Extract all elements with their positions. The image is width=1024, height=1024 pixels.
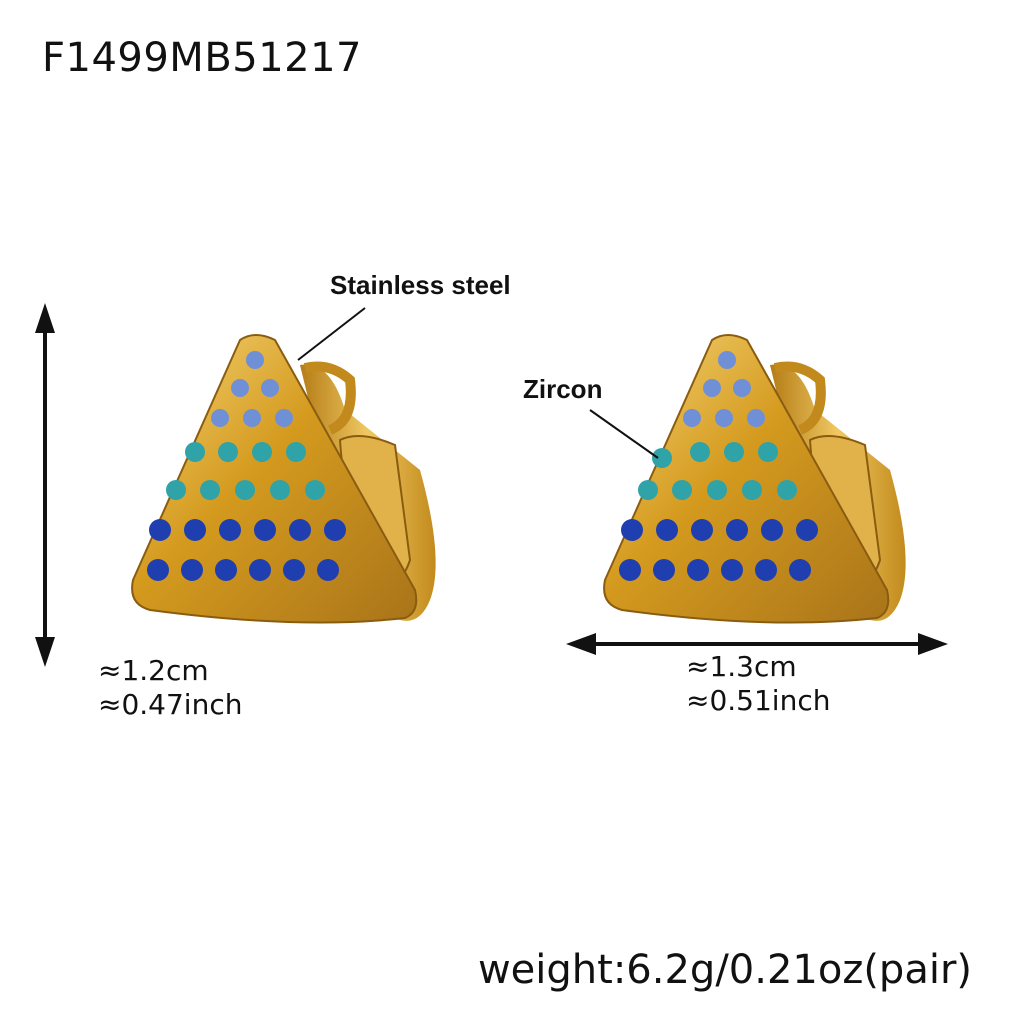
earring-left: [131, 334, 436, 624]
width-cm: ≈1.3cm: [686, 650, 797, 683]
earring-right: [603, 334, 906, 624]
height-cm: ≈1.2cm: [98, 654, 209, 687]
zircon-stones-right: [619, 351, 818, 581]
height-arrow: [35, 303, 55, 667]
height-inch: ≈0.47inch: [98, 688, 243, 721]
width-inch: ≈0.51inch: [686, 684, 831, 717]
height-dimension: ≈1.2cm ≈0.47inch: [98, 654, 242, 722]
material-leader-line: [297, 307, 366, 361]
width-arrow: [566, 633, 948, 655]
width-dimension: ≈1.3cm ≈0.51inch: [686, 650, 830, 718]
material-label: Stainless steel: [330, 270, 511, 300]
product-weight: weight:6.2g/0.21oz(pair): [477, 947, 972, 993]
zircon-stones-left: [147, 351, 346, 581]
product-sku: F1499MB51217: [42, 35, 363, 81]
stone-leader-line: [589, 409, 659, 459]
stone-label: Zircon: [523, 374, 603, 404]
